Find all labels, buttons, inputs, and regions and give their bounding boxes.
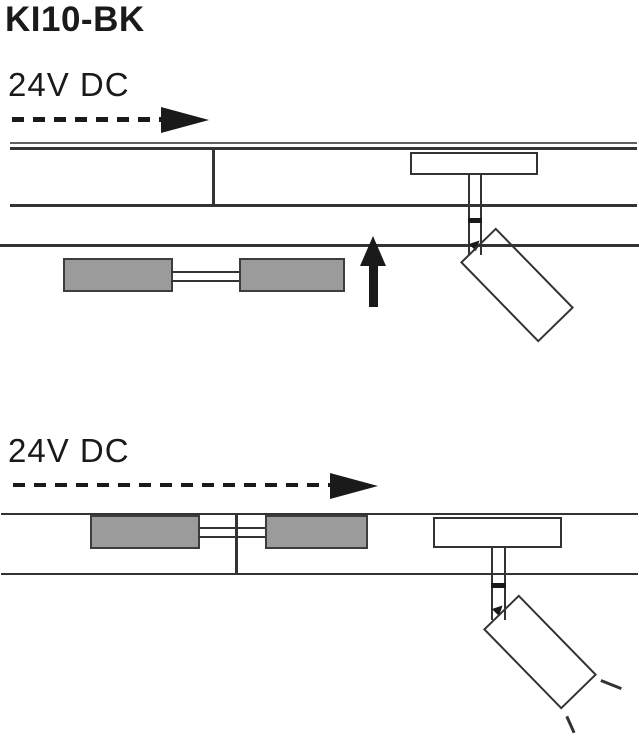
module-connector-wires (198, 526, 267, 538)
light-ray-1 (600, 678, 622, 690)
power-direction-dashed-line (13, 482, 330, 487)
fixture-stem-joint (491, 582, 506, 588)
led-module-1 (63, 257, 173, 292)
led-module-2 (265, 515, 368, 549)
track-section-junction-line (235, 514, 238, 574)
power-direction-dashed-line (12, 117, 161, 122)
voltage-label: 24V DC (8, 66, 130, 103)
led-module-1 (90, 515, 200, 549)
led-module-2 (239, 257, 345, 292)
track-section-junction-line (212, 148, 215, 206)
spotlight-head (482, 593, 598, 710)
fixture-adapter-box (410, 152, 538, 175)
power-direction-arrowhead-icon (161, 107, 209, 133)
track-top-line (1, 512, 638, 515)
insert-up-arrow-stem (369, 264, 378, 307)
power-direction-arrowhead-icon (330, 473, 378, 499)
light-ray-2 (565, 715, 576, 734)
track-top-line (10, 147, 637, 150)
fixture-stem-joint (468, 218, 482, 223)
module-connector-wires (171, 270, 241, 282)
voltage-label: 24V DC (8, 432, 130, 469)
insert-up-arrowhead-icon (360, 236, 386, 266)
track-lower-rail-line (0, 244, 639, 247)
track-bottom-line (10, 204, 637, 207)
fixture-adapter-box (433, 516, 562, 548)
track-bottom-line (1, 572, 638, 575)
page-title: KI10-BK (5, 0, 145, 39)
ceiling-line (10, 142, 637, 144)
fixture-stem (468, 174, 482, 255)
